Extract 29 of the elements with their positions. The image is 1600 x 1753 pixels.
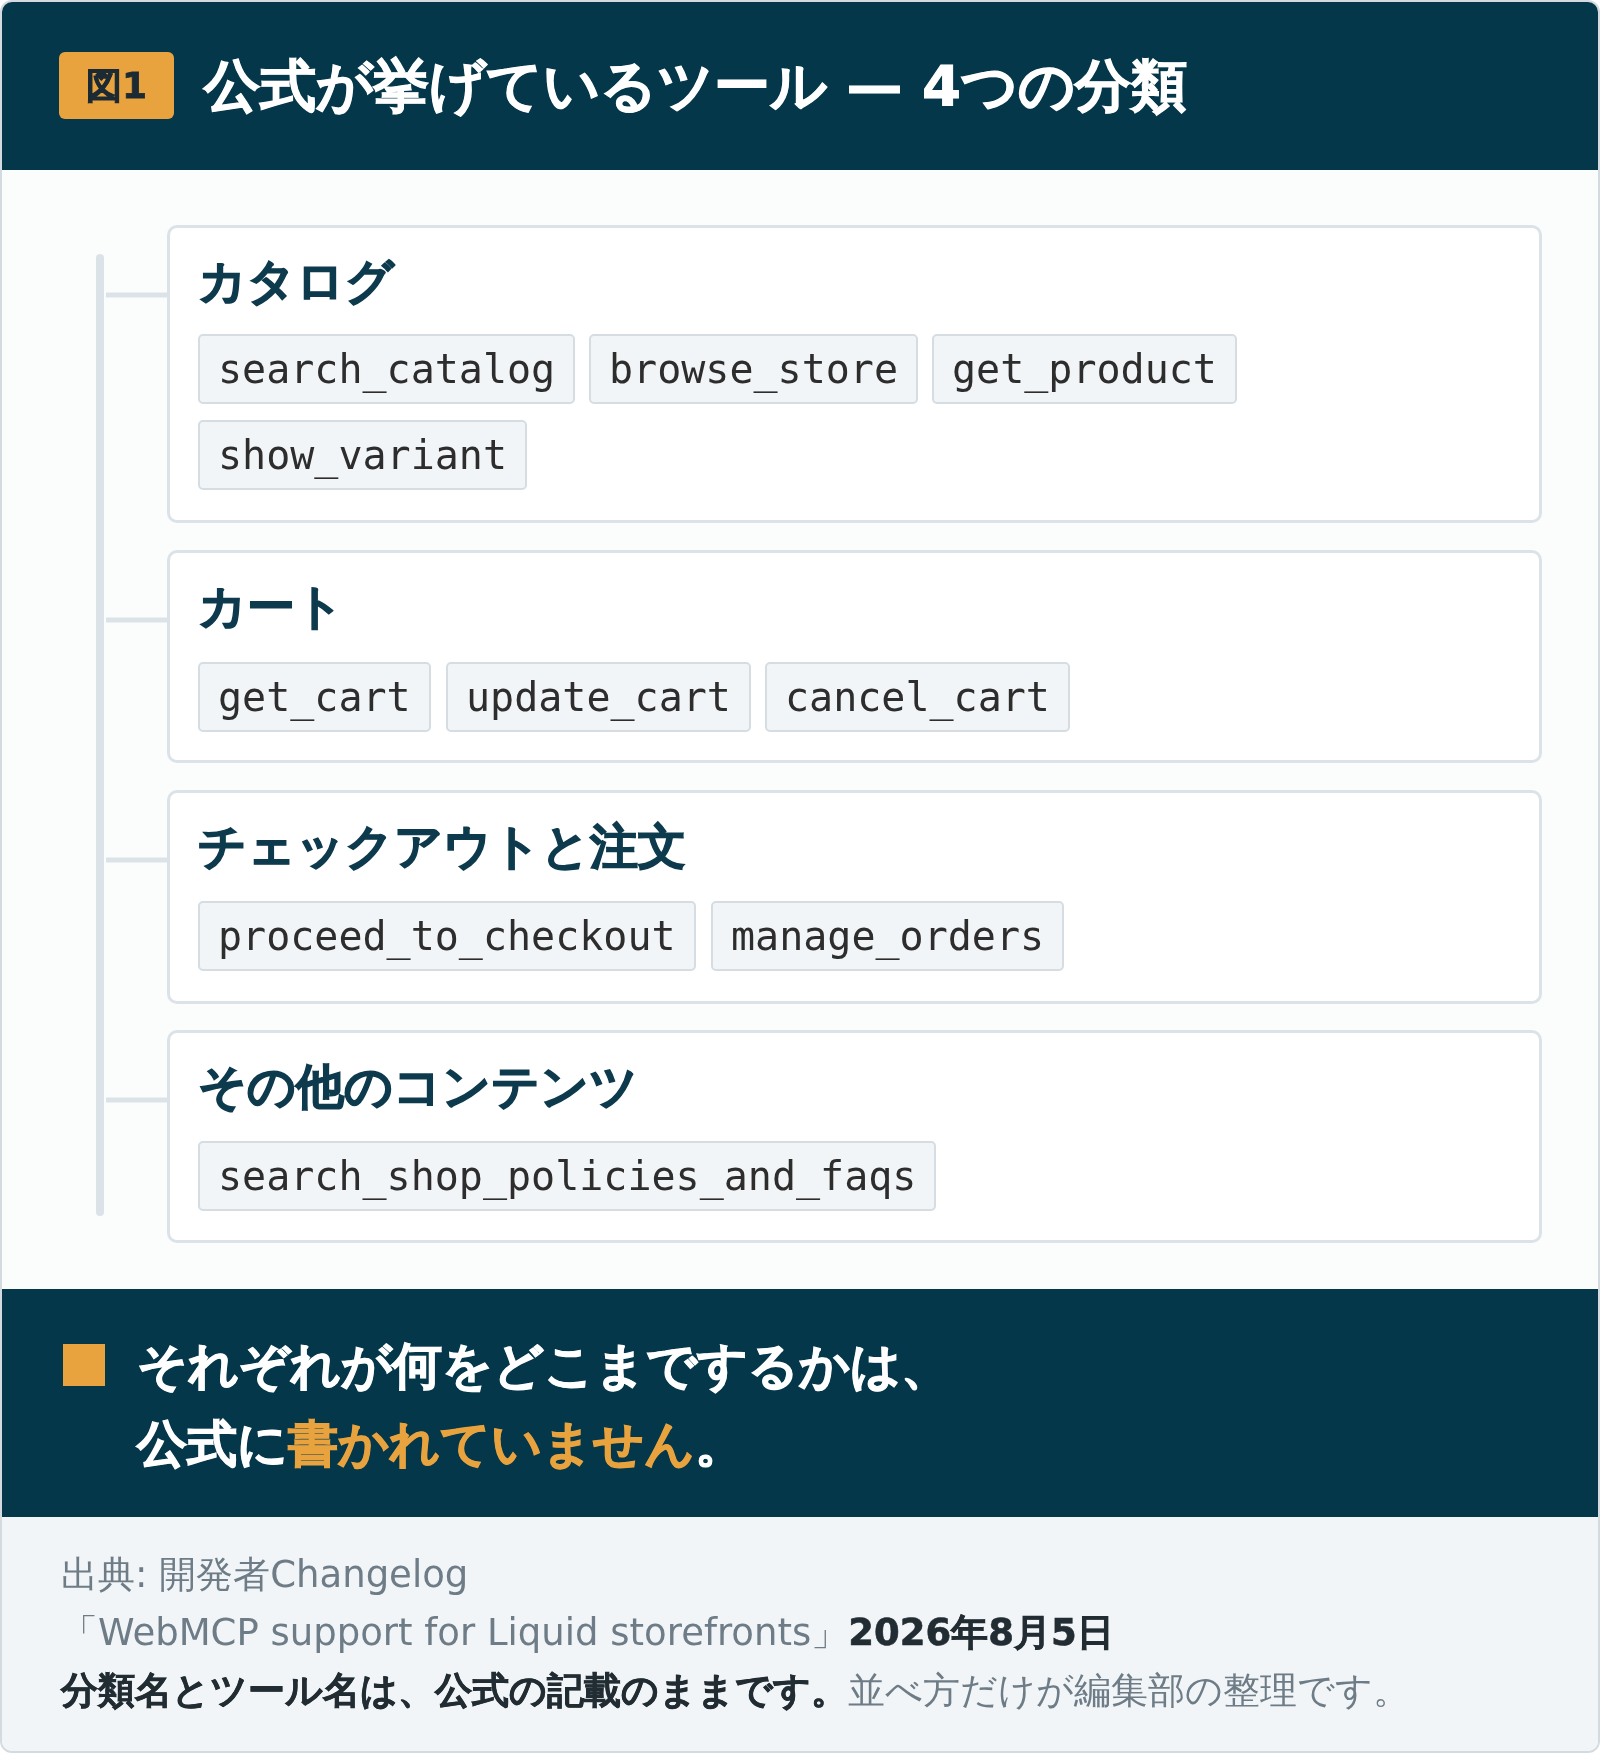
category-heading: チェックアウトと注文 xyxy=(198,817,686,875)
figure-number: 図1 xyxy=(59,52,174,119)
category-card xyxy=(167,550,1542,763)
category-heading: カート xyxy=(198,577,344,635)
tree-trunk-bar xyxy=(96,254,104,1216)
category-card xyxy=(167,790,1542,1004)
title: 公式が挙げているツール — 4つの分類 xyxy=(204,52,1187,120)
code-tag: get_product xyxy=(932,334,1237,404)
footnote: 分類名とツール名は、公式の記載のままです。並べ方だけが編集部の整理です。 xyxy=(61,1668,1410,1714)
code-tag: show_variant xyxy=(198,420,527,490)
code-tag: cancel_cart xyxy=(765,662,1070,732)
code-tag: get_cart xyxy=(198,662,431,732)
code-tag: search_catalog xyxy=(198,334,576,404)
connector-line xyxy=(106,292,169,298)
connector-line xyxy=(106,857,169,863)
source-title: 「WebMCP support for Liquid storefronts」2026年8月5日 xyxy=(61,1610,1114,1656)
connector-line xyxy=(106,617,169,623)
category-card xyxy=(167,225,1542,523)
source-text: 出典: 開発者Changelog xyxy=(61,1552,469,1598)
category-card xyxy=(167,1030,1542,1243)
code-tag: update_cart xyxy=(446,662,751,732)
note-text: それぞれが何をどこまでするかは、公式に書かれていません。 xyxy=(137,1336,952,1475)
code-tag: search_shop_policies_and_faqs xyxy=(198,1141,937,1211)
connector-line xyxy=(106,1097,169,1103)
code-tag: proceed_to_checkout xyxy=(198,901,696,971)
code-tag: browse_store xyxy=(589,334,918,404)
category-heading: その他のコンテンツ xyxy=(198,1057,638,1115)
category-heading: カタログ xyxy=(198,252,394,310)
code-tag: manage_orders xyxy=(711,901,1065,971)
